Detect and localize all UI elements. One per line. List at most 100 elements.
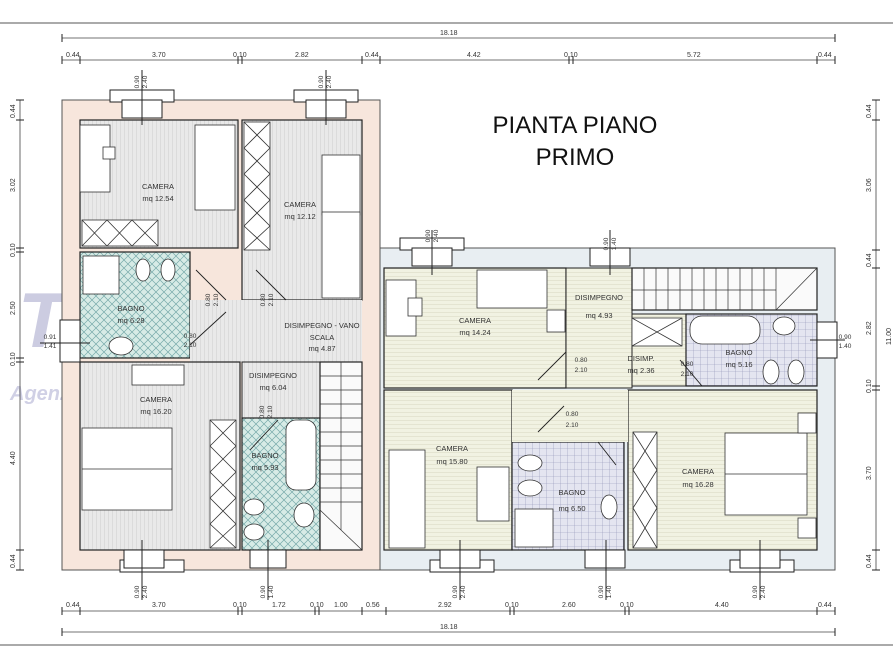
svg-text:0.90: 0.90 <box>260 585 267 598</box>
svg-text:0.10: 0.10 <box>564 52 578 59</box>
svg-text:2.40: 2.40 <box>142 75 149 88</box>
svg-text:1.41: 1.41 <box>44 343 57 350</box>
svg-text:2.10: 2.10 <box>184 342 197 349</box>
plan-title-line2: PRIMO <box>535 144 615 171</box>
svg-text:2.10: 2.10 <box>566 422 579 429</box>
svg-text:0.91: 0.91 <box>44 334 57 341</box>
room-area: mq 6.04 <box>259 383 286 392</box>
opening-labels: 0.80 2.10 0.80 2.10 0.80 2.10 0.80 2.10 … <box>44 75 852 598</box>
svg-text:0.10: 0.10 <box>866 379 873 393</box>
windows <box>40 70 845 600</box>
svg-text:2.10: 2.10 <box>268 293 275 306</box>
room-area: mq 6.28 <box>117 316 144 325</box>
top-dimensions: 18.18 0.44 3.70 0.10 2.82 0.44 4.42 0.10… <box>61 30 836 64</box>
room-area: mq 14.24 <box>459 328 490 337</box>
svg-text:0.80: 0.80 <box>184 333 197 340</box>
room-name: BAGNO <box>725 348 752 357</box>
svg-text:2.60: 2.60 <box>562 602 576 609</box>
svg-text:5.72: 5.72 <box>687 52 701 59</box>
left-dimensions: 0.44 3.02 0.10 2.50 0.10 4.40 0.44 <box>10 99 24 571</box>
svg-text:0.44: 0.44 <box>10 104 17 118</box>
room-name: CAMERA <box>436 444 468 453</box>
room-name: BAGNO <box>251 451 278 460</box>
room-name: CAMERA <box>682 467 714 476</box>
svg-text:1.40: 1.40 <box>268 585 275 598</box>
room-name: BAGNO <box>117 304 144 313</box>
svg-text:0.44: 0.44 <box>818 602 832 609</box>
svg-text:0.44: 0.44 <box>866 104 873 118</box>
room-area: mq 12.54 <box>142 194 173 203</box>
svg-text:2.10: 2.10 <box>575 367 588 374</box>
room-area: mq 4.87 <box>308 344 335 353</box>
room-area: mq 5.93 <box>251 463 278 472</box>
room-name: CAMERA <box>140 395 172 404</box>
svg-text:18.18: 18.18 <box>440 624 458 631</box>
svg-text:0.10: 0.10 <box>233 52 247 59</box>
room-name: DISIMPEGNO <box>575 293 623 302</box>
svg-text:0.44: 0.44 <box>10 554 17 568</box>
svg-text:2.82: 2.82 <box>866 321 873 335</box>
svg-text:1.40: 1.40 <box>839 343 852 350</box>
svg-text:1.40: 1.40 <box>606 585 613 598</box>
svg-text:18.18: 18.18 <box>440 30 458 37</box>
svg-text:0.90: 0.90 <box>839 334 852 341</box>
svg-text:3.06: 3.06 <box>866 178 873 192</box>
svg-text:1.72: 1.72 <box>272 602 286 609</box>
svg-text:0.56: 0.56 <box>366 602 380 609</box>
svg-text:0.10: 0.10 <box>620 602 634 609</box>
room-area: mq 16.28 <box>682 480 713 489</box>
svg-text:2.82: 2.82 <box>295 52 309 59</box>
svg-text:0.80: 0.80 <box>260 293 267 306</box>
svg-text:0.44: 0.44 <box>866 253 873 267</box>
svg-text:4.42: 4.42 <box>467 52 481 59</box>
room-area: mq 4.93 <box>585 311 612 320</box>
room-area: mq 5.16 <box>725 360 752 369</box>
svg-text:0.10: 0.10 <box>10 243 17 257</box>
svg-text:11.00: 11.00 <box>886 328 893 345</box>
room-name: DISIMP. <box>628 354 655 363</box>
svg-text:0.90: 0.90 <box>598 585 605 598</box>
room-area: mq 12.12 <box>284 212 315 221</box>
svg-text:0.80: 0.80 <box>566 411 579 418</box>
svg-text:2.92: 2.92 <box>438 602 452 609</box>
room-area: mq 15.80 <box>436 457 467 466</box>
svg-text:2.10: 2.10 <box>267 405 274 418</box>
svg-text:2.40: 2.40 <box>460 585 467 598</box>
svg-text:0.10: 0.10 <box>233 602 247 609</box>
svg-text:0.90: 0.90 <box>134 75 141 88</box>
svg-text:0.44: 0.44 <box>866 554 873 568</box>
svg-text:3.02: 3.02 <box>10 178 17 192</box>
svg-text:0.10: 0.10 <box>505 602 519 609</box>
svg-text:0.44: 0.44 <box>66 52 80 59</box>
svg-text:1.40: 1.40 <box>611 237 618 250</box>
svg-text:0.90: 0.90 <box>752 585 759 598</box>
svg-text:0.90: 0.90 <box>318 75 325 88</box>
svg-text:2.10: 2.10 <box>681 371 694 378</box>
svg-text:2.40: 2.40 <box>326 75 333 88</box>
svg-text:0.80: 0.80 <box>575 357 588 364</box>
room-area: mq 6.50 <box>558 504 585 513</box>
room-area: mq 2.36 <box>627 366 654 375</box>
plan-title-line1: PIANTA PIANO <box>492 112 658 139</box>
left-unit <box>61 99 515 571</box>
svg-text:3.70: 3.70 <box>152 52 166 59</box>
svg-text:0.44: 0.44 <box>818 52 832 59</box>
room-name: DISIMPEGNO <box>249 371 297 380</box>
svg-text:0.80: 0.80 <box>259 405 266 418</box>
room-name: DISIMPEGNO - VANO <box>284 321 359 330</box>
right-unit <box>379 247 836 571</box>
svg-text:2.50: 2.50 <box>10 301 17 315</box>
svg-text:0.90: 0.90 <box>425 229 432 242</box>
svg-text:0.90: 0.90 <box>603 237 610 250</box>
svg-text:2.40: 2.40 <box>142 585 149 598</box>
room-name: CAMERA <box>142 182 174 191</box>
svg-text:3.70: 3.70 <box>866 466 873 480</box>
svg-text:0.80: 0.80 <box>205 293 212 306</box>
svg-text:0.10: 0.10 <box>310 602 324 609</box>
right-dimensions: 0.44 3.06 0.44 2.82 0.10 3.70 0.44 11.00 <box>866 99 893 571</box>
svg-text:1.00: 1.00 <box>334 602 348 609</box>
svg-text:3.70: 3.70 <box>152 602 166 609</box>
room-name: CAMERA <box>284 200 316 209</box>
plan-title: PIANTA PIANO PRIMO <box>470 110 680 174</box>
room-name-line2: SCALA <box>310 333 335 342</box>
